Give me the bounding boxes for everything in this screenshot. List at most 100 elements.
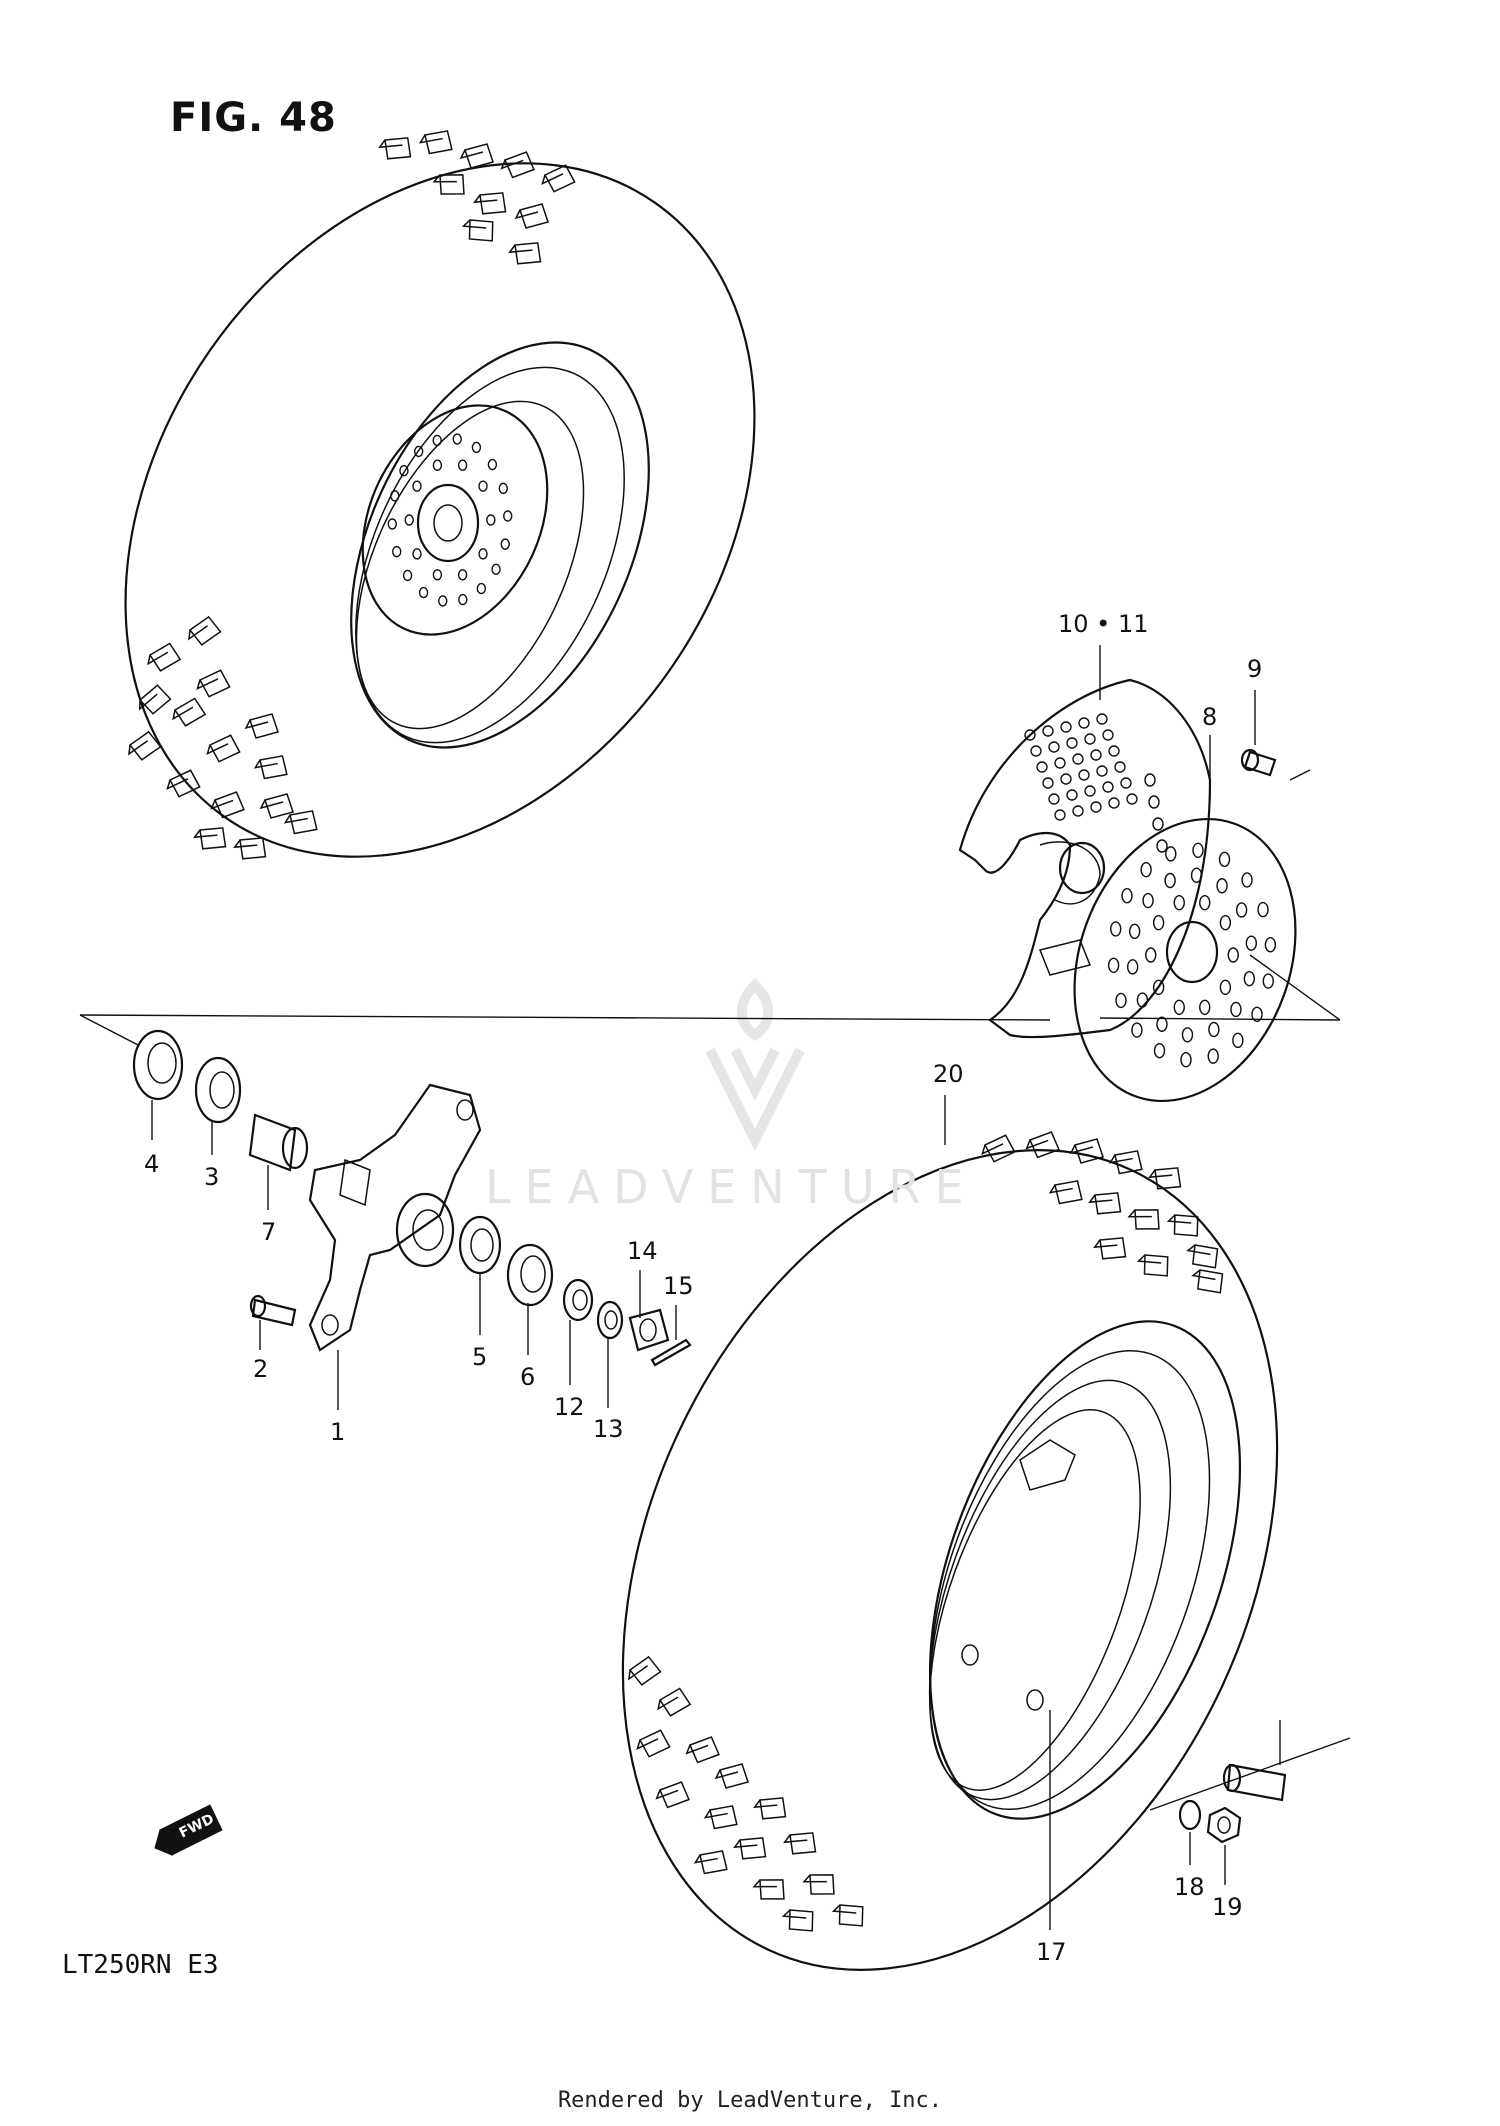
tread-block — [259, 793, 294, 819]
cover-hole — [1148, 795, 1160, 809]
tread-block — [138, 684, 172, 715]
tire-valve — [1222, 1763, 1287, 1802]
cover-hole — [1156, 839, 1168, 853]
upper-rim-holes — [387, 433, 513, 607]
disc-hole — [1257, 901, 1269, 918]
callout-17: 18 — [1174, 1873, 1205, 1901]
callout-1: 1 — [330, 1418, 346, 1446]
callout-13: 13 — [593, 1415, 624, 1443]
disc-bolt — [1240, 748, 1277, 777]
rim-hole — [457, 459, 468, 471]
cover-hole — [1060, 773, 1072, 785]
tread-block — [1093, 1237, 1127, 1260]
tread-block — [166, 769, 201, 798]
rim-hole — [412, 480, 422, 492]
tread-block — [685, 1736, 720, 1764]
tread-block — [1191, 1269, 1224, 1294]
disc-hole — [1251, 1006, 1263, 1022]
wheel-nut — [1206, 1806, 1242, 1844]
rim-hole — [392, 545, 402, 558]
callout-6: 6 — [520, 1363, 536, 1391]
rim-hole — [432, 434, 442, 447]
rim-hole — [402, 569, 413, 582]
tread-block — [981, 1134, 1016, 1163]
disc-hole — [1207, 1048, 1219, 1064]
tread-block — [802, 1874, 835, 1895]
cover-hole — [1072, 805, 1084, 817]
rim-hole — [399, 464, 409, 477]
disc-hole — [1152, 914, 1165, 931]
tread-block — [657, 1687, 692, 1717]
callout-15: 15 — [663, 1272, 694, 1300]
hub-bolt — [249, 1294, 297, 1327]
tread-block — [1136, 1254, 1169, 1277]
disc-hole — [1173, 999, 1185, 1016]
tread-block — [128, 730, 162, 761]
watermark-logo — [705, 977, 805, 1152]
tread-block — [459, 143, 494, 169]
callout-5: 5 — [472, 1343, 488, 1371]
callout-7: 7 — [261, 1218, 277, 1246]
cover-hole — [1096, 713, 1108, 725]
disc-hole — [1107, 957, 1120, 973]
cover-hole — [1030, 745, 1042, 757]
tread-block — [1048, 1180, 1083, 1205]
brake-disc-cover — [958, 678, 1212, 1039]
disc-hole — [1218, 851, 1231, 868]
tread-block — [703, 1805, 738, 1830]
rim-hole — [476, 582, 487, 595]
rim-hole — [438, 595, 448, 607]
disc-hole — [1115, 992, 1127, 1009]
figure-title: FIG. 48 — [170, 95, 337, 141]
bearing-inner — [458, 1215, 502, 1275]
rim-hole — [387, 518, 397, 530]
cover-hole — [1042, 777, 1054, 789]
leader-lines — [151, 645, 1281, 1930]
cover-hole — [1102, 729, 1114, 741]
callout-2: 2 — [253, 1355, 269, 1383]
callout-18: 19 — [1212, 1893, 1243, 1921]
tread-block — [1069, 1138, 1104, 1164]
cover-hole — [1152, 817, 1164, 831]
rim-hole — [458, 593, 468, 606]
disc-hole — [1243, 970, 1256, 987]
callout-12: 12 — [554, 1393, 585, 1421]
cotter-pin — [650, 1338, 692, 1367]
disc-hole — [1128, 923, 1141, 940]
cover-hole — [1114, 761, 1126, 773]
disc-hole — [1153, 1042, 1166, 1059]
callout-3: 3 — [204, 1163, 220, 1191]
rim-hole — [478, 548, 488, 560]
tread-block — [233, 837, 267, 860]
tread-block — [193, 827, 227, 850]
cover-hole — [1054, 809, 1066, 821]
disc-hole — [1199, 894, 1211, 911]
tread-block — [831, 1904, 864, 1927]
disc-hole — [1245, 935, 1258, 951]
tread-block — [432, 174, 465, 195]
disc-hole — [1230, 1001, 1242, 1018]
callout-8: 8 — [1202, 703, 1218, 731]
tread-block — [378, 137, 412, 160]
callout-4: 4 — [144, 1150, 160, 1178]
tread-block — [693, 1850, 728, 1875]
tread-block — [655, 1781, 690, 1809]
rim-hole — [404, 514, 414, 526]
cover-hole — [1108, 745, 1120, 757]
disc-hole — [1192, 842, 1204, 859]
disc-hole — [1219, 914, 1232, 931]
disc-hole — [1140, 861, 1152, 878]
rim-hole — [478, 480, 488, 492]
wheel-washer — [1178, 1799, 1202, 1831]
disc-hole — [1227, 947, 1239, 963]
rim-hole — [503, 510, 513, 522]
oil-seal-inner — [506, 1243, 554, 1307]
disc-hole — [1190, 867, 1203, 883]
rim-hole — [418, 586, 429, 599]
rim-hole — [498, 482, 508, 495]
disc-hole — [1219, 979, 1232, 996]
tread-block — [210, 791, 245, 819]
spacer — [248, 1113, 309, 1172]
rim-hole — [487, 458, 498, 471]
rim-hole — [457, 569, 468, 581]
